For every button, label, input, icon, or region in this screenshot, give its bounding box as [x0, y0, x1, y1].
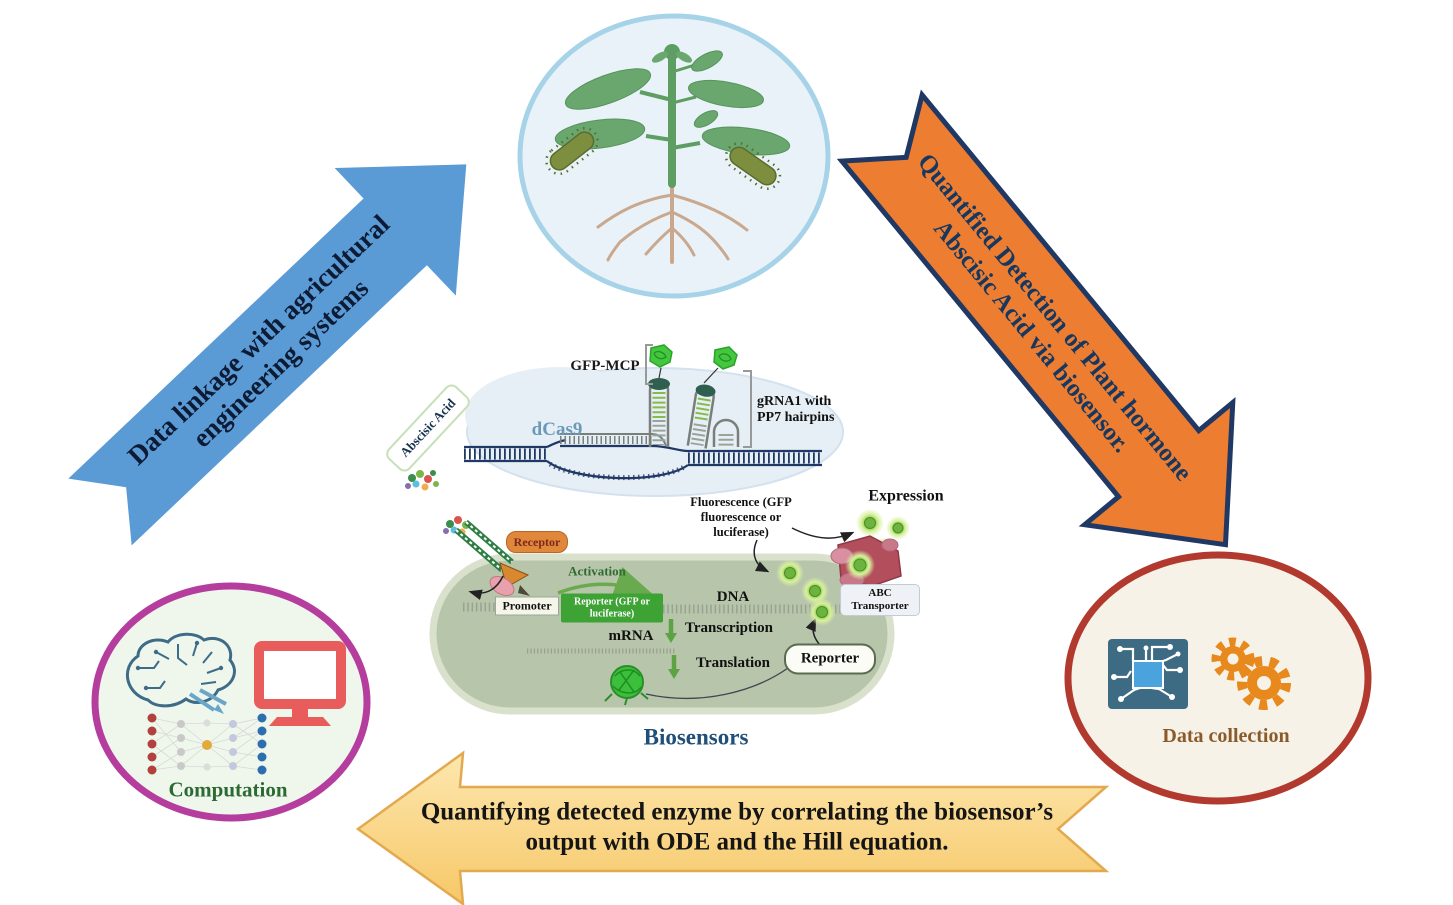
- activation-arrow: [557, 567, 654, 596]
- bacteria-icon: [545, 126, 782, 191]
- fluorescence-label: Fluorescence (GFP fluorescence or lucife…: [690, 494, 792, 539]
- receptor-structure-icon: [443, 516, 530, 596]
- gfp-protein-icon: [604, 665, 649, 706]
- plant-icon: [554, 44, 791, 264]
- yellow-arrow-label: Quantifying detected enzyme by correlati…: [420, 798, 1054, 856]
- translation-arrow: [668, 655, 680, 679]
- receptor-signal-arrow: [468, 575, 504, 600]
- promoter-text: Promoter: [502, 598, 552, 613]
- circuit-brain-icon: [126, 632, 236, 714]
- blue-arrow: [68, 164, 467, 546]
- chip-icon: [1108, 639, 1188, 709]
- abscisic-acid-molecule-icon: [405, 470, 439, 491]
- neural-network-icon: [147, 713, 267, 775]
- transcription-arrow: [665, 619, 677, 643]
- data-collection-circle: [1064, 551, 1372, 805]
- fluorescence-to-cell-arrow: [753, 539, 770, 573]
- cell-body: [429, 553, 895, 715]
- cell-dna-line: [463, 602, 872, 614]
- reporter-output-text: Reporter: [800, 650, 860, 667]
- gfp-mcp-label: GFP-MCP: [570, 358, 640, 375]
- fluorescence-to-expression-arrow: [791, 527, 855, 543]
- gfp-blob-icon: [649, 344, 738, 370]
- data-collection-label: Data collection: [1162, 725, 1290, 748]
- bracket-left: [645, 344, 653, 385]
- biosensors-title: Biosensors: [643, 724, 749, 750]
- mrna-label: mRNA: [608, 628, 654, 645]
- abc-transporter-text: ABC Transporter: [851, 587, 909, 612]
- reporter-gene-box: Reporter (GFP or luciferase): [561, 593, 663, 623]
- expression-label: Expression: [868, 487, 944, 505]
- reporter-gene-text: Reporter (GFP or luciferase): [574, 596, 650, 620]
- yellow-arrow: [355, 750, 1110, 905]
- monitor-icon: [254, 641, 346, 726]
- gfp-to-reporter-curve: [645, 667, 789, 700]
- reporter-pill-output: Reporter: [784, 643, 876, 675]
- grna-label: gRNA1 with PP7 hairpins: [757, 393, 835, 425]
- bracket-right: [743, 370, 752, 448]
- orange-arrow: [836, 89, 1236, 548]
- gears-icon: [1211, 637, 1291, 710]
- computation-label: Computation: [168, 777, 288, 802]
- transcription-label: Transcription: [684, 620, 774, 637]
- promoter-box: Promoter: [495, 596, 559, 616]
- translation-label: Translation: [696, 655, 770, 672]
- dna-strand: [464, 433, 822, 481]
- dna-label: DNA: [716, 589, 750, 606]
- grna-hairpins: [648, 367, 740, 449]
- abc-transporter-icon: [830, 535, 902, 588]
- activation-label: Activation: [568, 563, 626, 579]
- abc-transporter-box: ABC Transporter: [840, 584, 920, 616]
- receptor-text: Receptor: [513, 534, 561, 549]
- dcas9-label: dCas9: [531, 418, 583, 440]
- receptor-pill: Receptor: [506, 531, 568, 553]
